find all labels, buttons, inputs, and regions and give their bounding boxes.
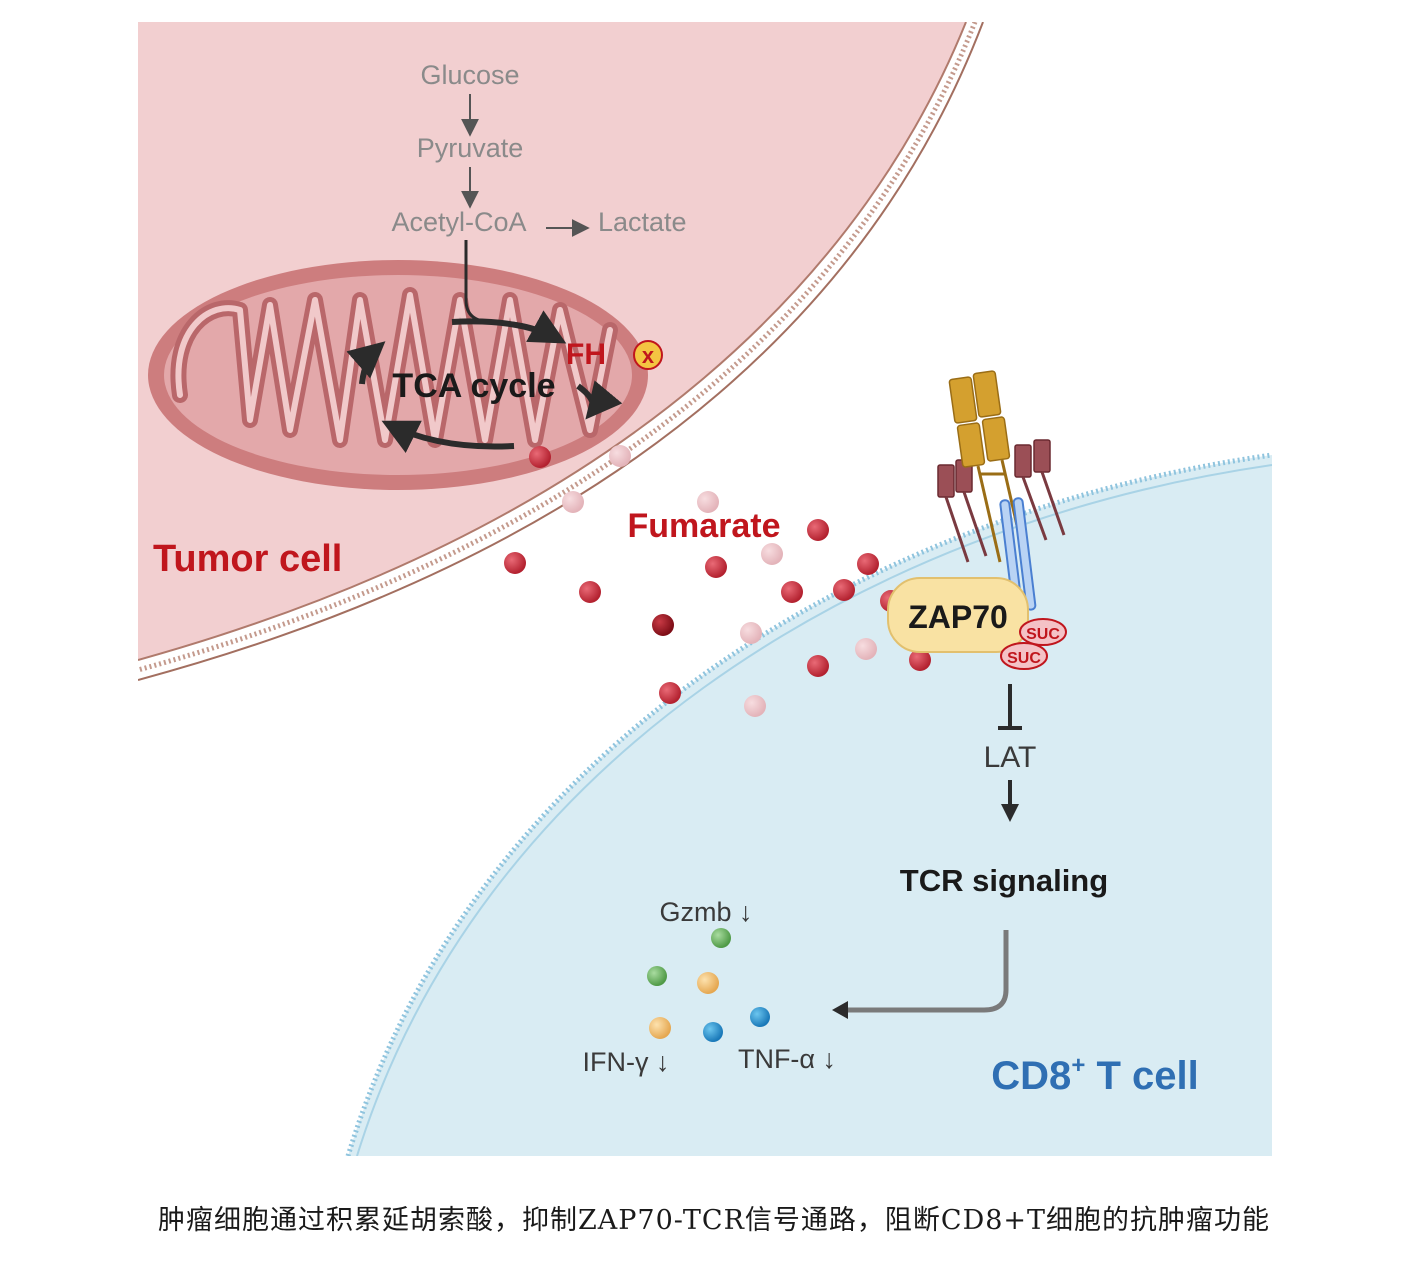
fumarate-dot bbox=[705, 556, 727, 578]
succination-badge: SUC bbox=[1019, 618, 1067, 646]
ifng-dot bbox=[649, 1017, 671, 1039]
fumarate-label: Fumarate bbox=[627, 507, 780, 545]
fumarate-dot bbox=[857, 553, 879, 575]
fumarate-molecules bbox=[504, 445, 931, 717]
figure-caption: 肿瘤细胞通过积累延胡索酸，抑制ZAP70-TCR信号通路，阻断CD8+T细胞的抗… bbox=[157, 1205, 1271, 1236]
pyruvate-label: Pyruvate bbox=[417, 133, 524, 163]
zap70-protein: ZAP70 bbox=[887, 577, 1029, 653]
lactate-label: Lactate bbox=[598, 207, 687, 237]
tcr-signaling-label: TCR signaling bbox=[900, 863, 1108, 898]
fumarate-dot bbox=[781, 581, 803, 603]
fumarate-dot bbox=[529, 446, 551, 468]
tca-cycle-label: TCA cycle bbox=[392, 367, 555, 405]
tumor-cell-label: Tumor cell bbox=[153, 538, 342, 580]
fumarate-dot bbox=[744, 695, 766, 717]
gzmb-dot bbox=[647, 966, 667, 986]
arrow-tcr-to-cytokines bbox=[845, 930, 1009, 1013]
fumarate-dot bbox=[659, 682, 681, 704]
tnfa-dot bbox=[750, 1007, 770, 1027]
lat-label: LAT bbox=[984, 741, 1037, 774]
zap70-label: ZAP70 bbox=[908, 599, 1008, 635]
tnfa-dot bbox=[703, 1022, 723, 1042]
arrow-lat-tcr bbox=[1001, 780, 1019, 822]
fh-label: FH bbox=[566, 338, 606, 371]
ifng-dot bbox=[697, 972, 719, 994]
fumarate-dot bbox=[909, 649, 931, 671]
fumarate-dot bbox=[562, 491, 584, 513]
svg-text:SUC: SUC bbox=[1007, 650, 1041, 667]
blocked-x-icon: x bbox=[633, 340, 663, 370]
fumarate-dot bbox=[652, 614, 674, 636]
succination-badge: SUC bbox=[1000, 642, 1048, 670]
arrow-tcr-to-cytokines-head bbox=[832, 1001, 848, 1019]
ifng-label: IFN-γ ↓ bbox=[583, 1047, 670, 1077]
svg-text:x: x bbox=[642, 343, 655, 368]
inhibition-arrow bbox=[998, 684, 1022, 730]
fumarate-dot bbox=[833, 579, 855, 601]
cd8-t-cell-label: CD8+ T cell bbox=[991, 1052, 1198, 1098]
tca-cycle-arrows bbox=[346, 310, 623, 453]
fumarate-dot bbox=[807, 519, 829, 541]
glucose-label: Glucose bbox=[420, 60, 519, 90]
fumarate-dot bbox=[740, 622, 762, 644]
gzmb-label: Gzmb ↓ bbox=[659, 897, 752, 927]
tnfa-label: TNF-α ↓ bbox=[738, 1044, 836, 1074]
tcr-receptor-complex bbox=[937, 370, 1066, 611]
gzmb-dot bbox=[711, 928, 731, 948]
svg-text:SUC: SUC bbox=[1026, 626, 1060, 643]
fumarate-dot bbox=[504, 552, 526, 574]
fumarate-dot bbox=[579, 581, 601, 603]
fumarate-dot bbox=[609, 445, 631, 467]
fumarate-dot bbox=[761, 543, 783, 565]
fumarate-dot bbox=[807, 655, 829, 677]
fumarate-dot bbox=[855, 638, 877, 660]
fumarate-dot bbox=[697, 491, 719, 513]
acetyl-coa-label: Acetyl-CoA bbox=[391, 207, 526, 237]
